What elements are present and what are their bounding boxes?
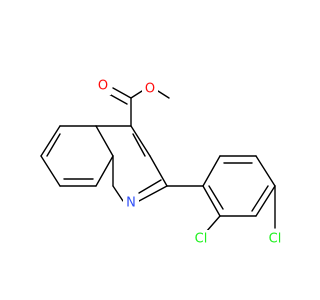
bond bbox=[138, 185, 168, 202]
benzo-ring bbox=[40, 125, 114, 187]
chlorine-ortho-label: Cl bbox=[195, 232, 208, 247]
bond bbox=[95, 155, 114, 187]
bond bbox=[95, 125, 114, 157]
bond bbox=[205, 215, 221, 233]
bond bbox=[46, 133, 61, 157]
bond bbox=[138, 179, 162, 194]
bond bbox=[112, 87, 132, 99]
bond bbox=[112, 185, 124, 202]
bond bbox=[255, 155, 276, 187]
bond bbox=[108, 93, 128, 105]
bond bbox=[40, 155, 61, 187]
bond bbox=[132, 133, 146, 157]
dichlorophenyl-ring bbox=[166, 155, 276, 233]
structure-drawing: O O N Cl Cl bbox=[40, 77, 286, 248]
bond bbox=[208, 185, 224, 210]
bond bbox=[130, 125, 151, 157]
oxygen-ester-label: O bbox=[145, 82, 155, 97]
ester-group bbox=[108, 87, 170, 127]
bond bbox=[202, 155, 221, 187]
bond bbox=[255, 185, 276, 217]
bond bbox=[157, 90, 170, 99]
bond bbox=[130, 90, 143, 99]
pyridine-ring bbox=[95, 125, 168, 202]
nitrogen-label: N bbox=[126, 196, 136, 211]
bond bbox=[251, 185, 269, 212]
atom-labels: O O N Cl Cl bbox=[95, 77, 286, 248]
chlorine-para-label: Cl bbox=[269, 232, 282, 247]
bond bbox=[202, 185, 221, 217]
bond bbox=[149, 155, 168, 187]
oxygen-carbonyl-label: O bbox=[98, 79, 108, 94]
bond bbox=[40, 125, 61, 157]
